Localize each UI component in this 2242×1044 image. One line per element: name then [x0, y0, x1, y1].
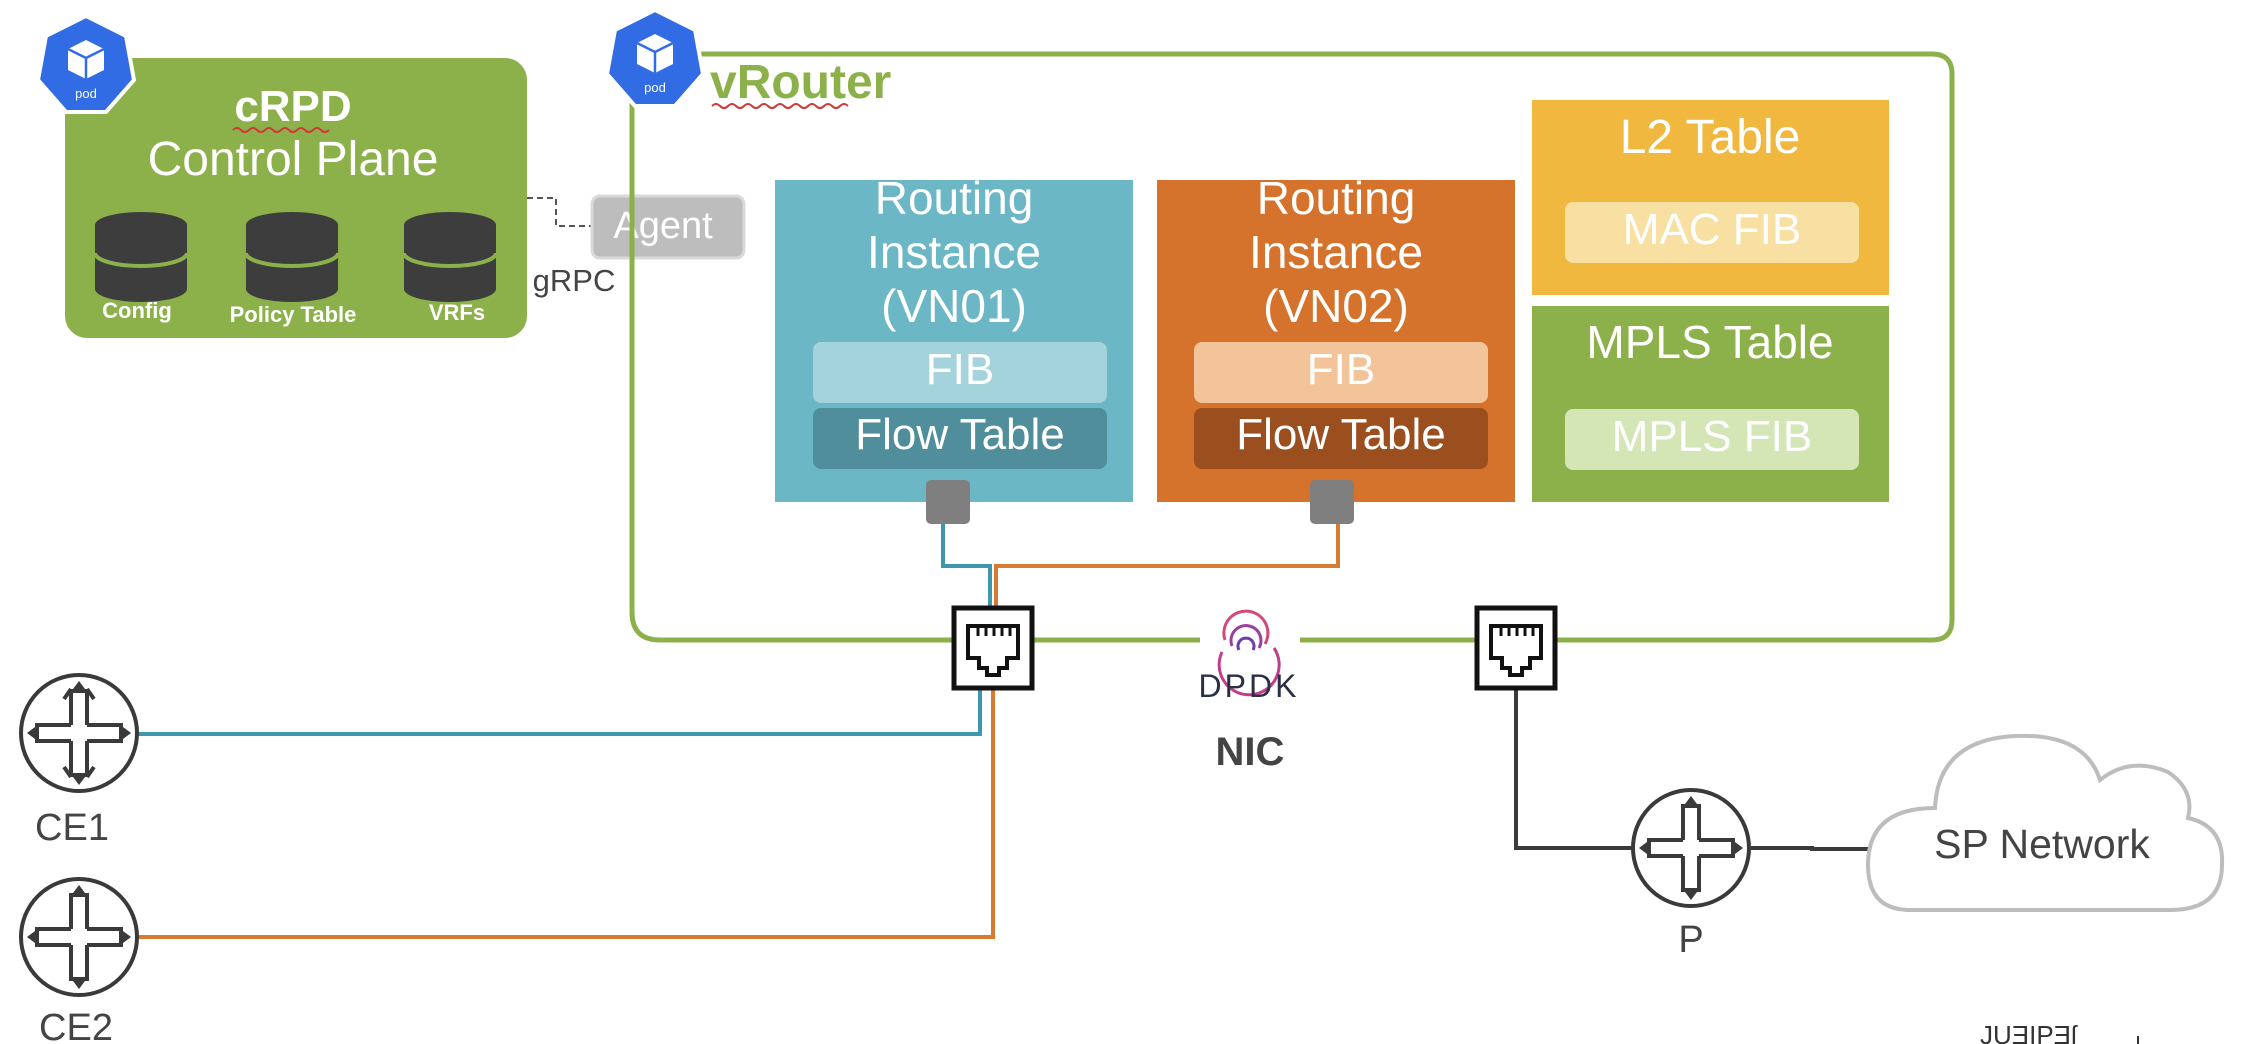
- l2-table: L2 Table MAC FIB: [1532, 100, 1889, 295]
- vrouter-title: vRouter: [710, 56, 891, 109]
- l2-table-title: L2 Table: [1620, 111, 1801, 164]
- vn01-fib-label: FIB: [926, 345, 994, 394]
- crpd-pod-icon: pod: [35, 13, 137, 114]
- p-router-label: P: [1678, 919, 1703, 961]
- dpdk-label: DPDK: [1199, 668, 1300, 704]
- agent-label: Agent: [613, 205, 713, 247]
- ethernet-port-icon: [1474, 605, 1558, 691]
- router-icon: [19, 673, 139, 793]
- vn02-flow-table-box: [1194, 408, 1488, 469]
- crpd-pod-label: pod: [75, 86, 97, 101]
- vn02-fib-label: FIB: [1307, 345, 1375, 394]
- vrouter-pod-label: pod: [644, 80, 666, 95]
- vrouter-container: [629, 51, 1955, 643]
- vn02-port-icon: [1310, 480, 1354, 524]
- vn01-flow-table-box: [813, 408, 1107, 469]
- vn01-line3: (VN01): [881, 280, 1027, 332]
- nic-to-p-link: [1514, 688, 1632, 850]
- vn02-line2: Instance: [1249, 226, 1423, 278]
- policy-table-database-icon: [244, 212, 340, 302]
- p-to-sp-network-link: [1751, 846, 1872, 851]
- dpdk-logo: DPDK: [1199, 609, 1300, 704]
- mpls-fib-box: [1565, 409, 1859, 470]
- nic-label: NIC: [1216, 730, 1285, 774]
- config-label: Config: [102, 298, 172, 323]
- crpd-control-plane: cRPD Control Plane Config Policy Table V…: [65, 58, 527, 338]
- vrfs-label: VRFs: [429, 300, 485, 325]
- ethernet-port-icon: [951, 605, 1035, 691]
- nic-to-ce2-link: [138, 688, 995, 939]
- footer-logo-fragment: JUƎIPƎſ: [1980, 1020, 2078, 1044]
- vn02-flow-table-label: Flow Table: [1236, 410, 1446, 459]
- vn01-line2: Instance: [867, 226, 1041, 278]
- nic-to-ce1-link: [128, 688, 982, 736]
- sp-network-cloud-icon: [1865, 733, 2225, 912]
- vn02-to-nic-link: [994, 524, 1340, 608]
- routing-instance-vn01: Routing Instance (VN01) FIB Flow Table: [775, 172, 1133, 524]
- mpls-table-title: MPLS Table: [1586, 316, 1833, 368]
- mac-fib-box: [1565, 202, 1859, 263]
- crpd-title: cRPD: [234, 82, 351, 131]
- config-database-icon: [93, 212, 189, 302]
- grpc-connector: [527, 197, 592, 227]
- vn01-flow-table-label: Flow Table: [855, 410, 1065, 459]
- mpls-table: MPLS Table MPLS FIB: [1532, 306, 1889, 502]
- spellcheck-underline: [711, 103, 849, 109]
- ce1-label: CE1: [35, 807, 109, 849]
- sp-network-label: SP Network: [1934, 821, 2150, 867]
- vn01-fib-box: [813, 342, 1107, 403]
- routing-instance-vn02: Routing Instance (VN02) FIB Flow Table: [1157, 172, 1515, 524]
- vrfs-database-icon: [402, 212, 498, 302]
- router-icon: [1631, 788, 1751, 908]
- vn02-fib-box: [1194, 342, 1488, 403]
- grpc-label: gRPC: [533, 263, 616, 298]
- vn02-line1: Routing: [1257, 172, 1416, 224]
- vn01-port-icon: [926, 480, 970, 524]
- spellcheck-underline: [232, 127, 330, 133]
- vn02-line3: (VN02): [1263, 280, 1409, 332]
- router-icon: [19, 877, 139, 997]
- policy-table-label: Policy Table: [230, 302, 357, 327]
- crpd-subtitle: Control Plane: [148, 133, 439, 186]
- mac-fib-label: MAC FIB: [1623, 205, 1801, 254]
- vn01-to-nic-link: [941, 524, 992, 608]
- vrouter-pod-icon: pod: [604, 7, 706, 108]
- vn01-line1: Routing: [875, 172, 1034, 224]
- mpls-fib-label: MPLS FIB: [1612, 412, 1813, 461]
- ce2-label: CE2: [39, 1007, 113, 1044]
